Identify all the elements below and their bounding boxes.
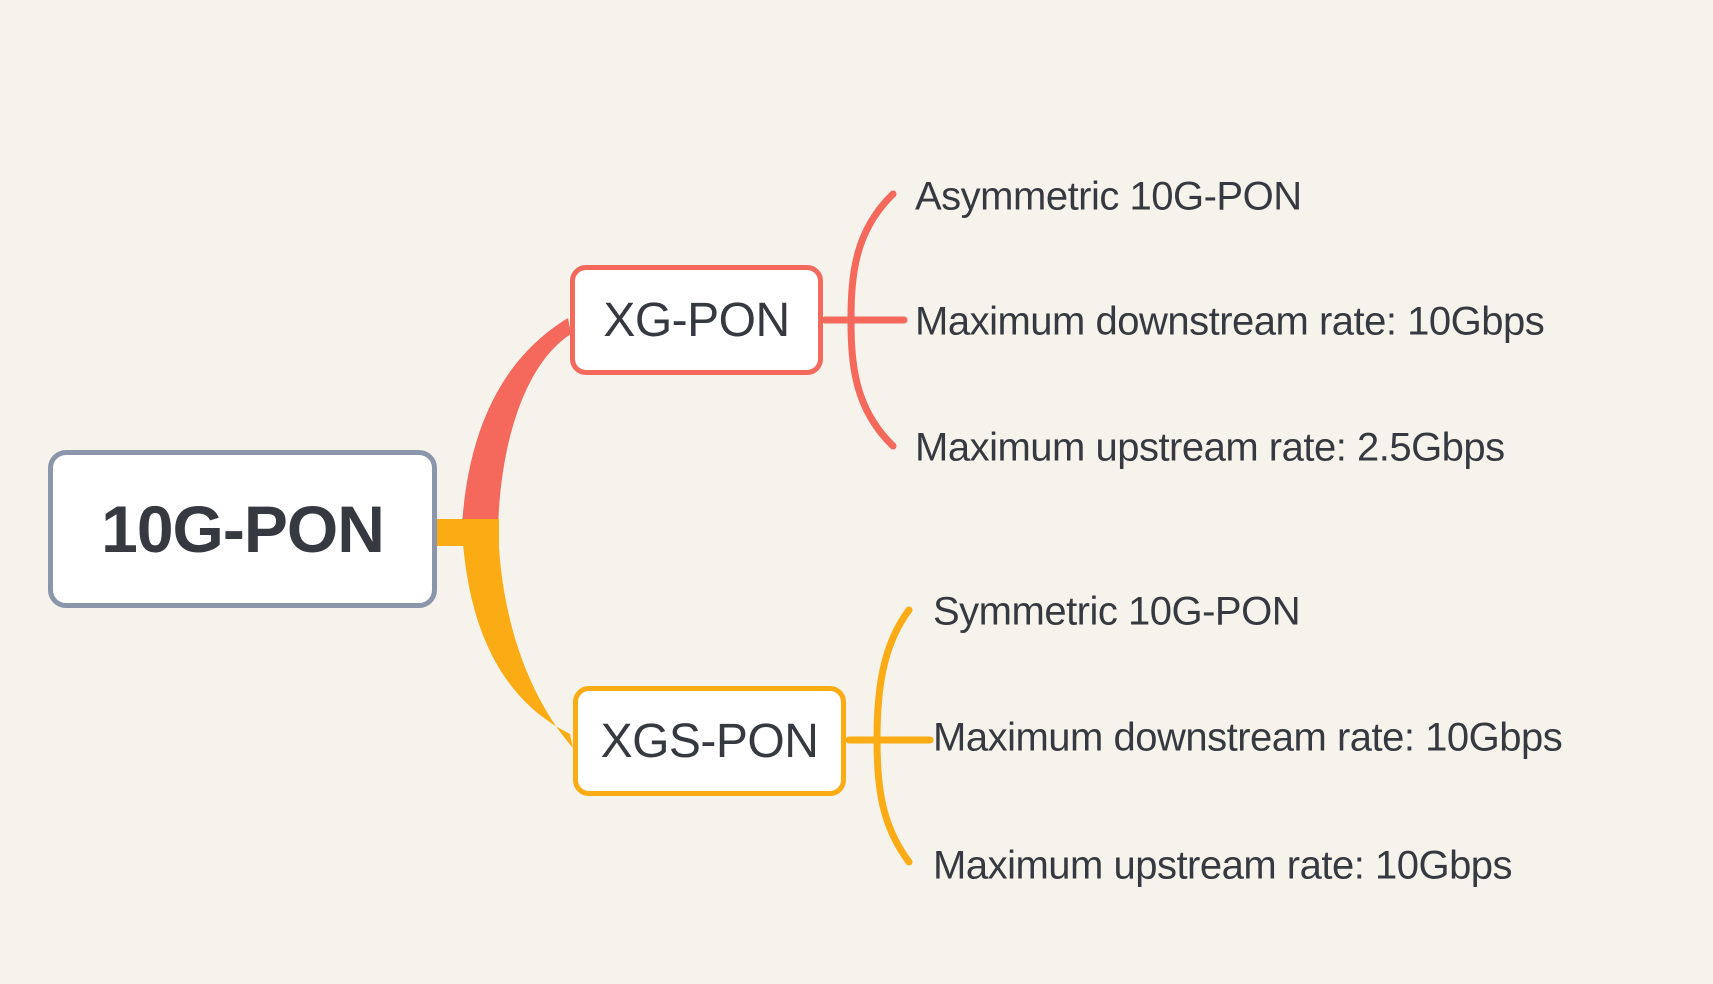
- child-topic-asymmetric[interactable]: Asymmetric 10G-PON: [915, 174, 1302, 219]
- trunk-connector-xgs-pon: [462, 522, 573, 748]
- child-brace-xgs-pon: [873, 606, 913, 866]
- branch-node-label: XG-PON: [603, 293, 790, 347]
- branch-node-xgs-pon[interactable]: XGS-PON: [573, 686, 846, 796]
- root-node-label: 10G-PON: [101, 492, 385, 566]
- child-topic-xg-upstream[interactable]: Maximum upstream rate: 2.5Gbps: [915, 425, 1505, 470]
- child-topic-symmetric[interactable]: Symmetric 10G-PON: [933, 589, 1301, 634]
- branch-node-label: XGS-PON: [600, 714, 819, 768]
- child-topic-xgs-upstream[interactable]: Maximum upstream rate: 10Gbps: [933, 843, 1513, 888]
- child-brace-xg-pon: [847, 190, 897, 450]
- child-topic-xg-downstream[interactable]: Maximum downstream rate: 10Gbps: [915, 299, 1545, 344]
- root-connector-stub: [432, 519, 499, 546]
- root-node[interactable]: 10G-PON: [48, 450, 437, 608]
- child-topic-xgs-downstream[interactable]: Maximum downstream rate: 10Gbps: [933, 715, 1563, 760]
- branch-node-xg-pon[interactable]: XG-PON: [570, 265, 823, 375]
- trunk-connector-xg-pon: [462, 318, 571, 535]
